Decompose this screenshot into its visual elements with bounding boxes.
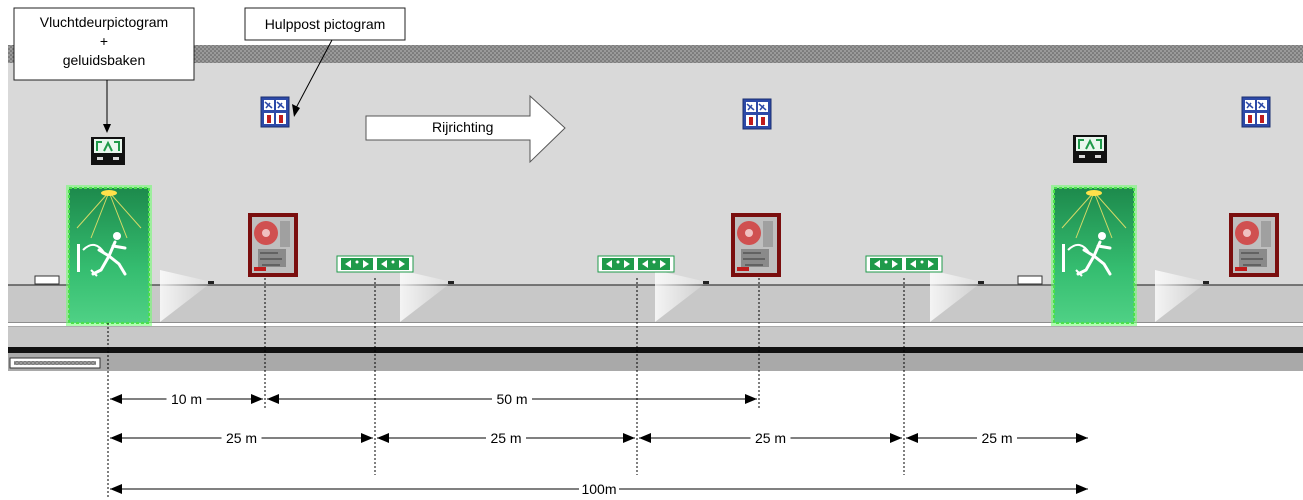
driving-direction-label: Rijrichting — [432, 119, 493, 135]
road-edge — [8, 347, 1303, 353]
light-cones — [160, 270, 1209, 322]
escape-door-pictogram-sign-icon — [90, 136, 126, 166]
emergency-post-pictogram-icon — [1241, 96, 1271, 128]
dimension-label: 10 m — [171, 391, 202, 407]
dimension-arrowhead-icon — [267, 394, 279, 404]
dimension-arrowhead-icon — [1076, 484, 1088, 494]
dimension-arrowhead-icon — [745, 394, 757, 404]
dimension-label: 100m — [581, 481, 616, 497]
escape-door-pictogram-sign-icon — [1072, 134, 1108, 164]
escape-door-running-man-exit-icon — [1049, 183, 1139, 328]
kerb-marker-icon — [1017, 275, 1043, 285]
road-surface — [8, 353, 1303, 371]
dimension-arrowhead-icon — [639, 433, 651, 443]
fire-hose-reel-cabinet-icon — [1228, 212, 1280, 278]
driving-direction-arrow: Rijrichting — [365, 94, 566, 164]
dimension-arrowhead-icon — [623, 433, 635, 443]
dimension-label: 25 m — [226, 430, 257, 446]
road-lane — [8, 327, 1303, 347]
callout-escape-door: Vluchtdeurpictogram + geluidsbaken — [13, 7, 195, 133]
exit-direction-arrows-icon — [336, 255, 414, 273]
fire-hose-reel-cabinet-icon — [730, 212, 782, 278]
ceiling-hatch — [8, 45, 1303, 65]
callout-aid-post-label: Hulppost pictogram — [265, 16, 386, 32]
kerb-marker-icon — [34, 275, 60, 285]
dimension-label: 25 m — [981, 430, 1012, 446]
dimension-arrowhead-icon — [361, 433, 373, 443]
dimension-arrowhead-icon — [110, 484, 122, 494]
emergency-post-pictogram-icon — [260, 96, 290, 128]
callout-escape-line1: Vluchtdeurpictogram — [40, 14, 168, 30]
dimension-label: 50 m — [496, 391, 527, 407]
exit-direction-arrows-icon — [597, 255, 675, 273]
dimension-arrowhead-icon — [110, 433, 122, 443]
fire-hose-reel-cabinet-icon — [247, 212, 299, 278]
escape-door-running-man-exit-icon — [64, 183, 154, 328]
dimension-arrowhead-icon — [377, 433, 389, 443]
dimension-arrowhead-icon — [1076, 433, 1088, 443]
emergency-post-pictogram-icon — [742, 98, 772, 130]
dimension-arrowhead-icon — [906, 433, 918, 443]
dimension-reference-lines — [107, 278, 905, 498]
dimension-arrowhead-icon — [251, 394, 263, 404]
dimension-arrowhead-icon — [110, 394, 122, 404]
dimension-lines: 10 m 50 m 25 m 25 m 25 m 25 m 100m — [110, 391, 1088, 497]
dimension-arrowhead-icon — [890, 433, 902, 443]
exit-direction-arrows-icon — [865, 255, 943, 273]
callout-escape-line3: geluidsbaken — [63, 52, 146, 68]
callout-escape-line2: + — [100, 33, 108, 49]
dimension-label: 25 m — [490, 430, 521, 446]
dimension-label: 25 m — [755, 430, 786, 446]
callout-aid-post: Hulppost pictogram — [244, 7, 406, 117]
